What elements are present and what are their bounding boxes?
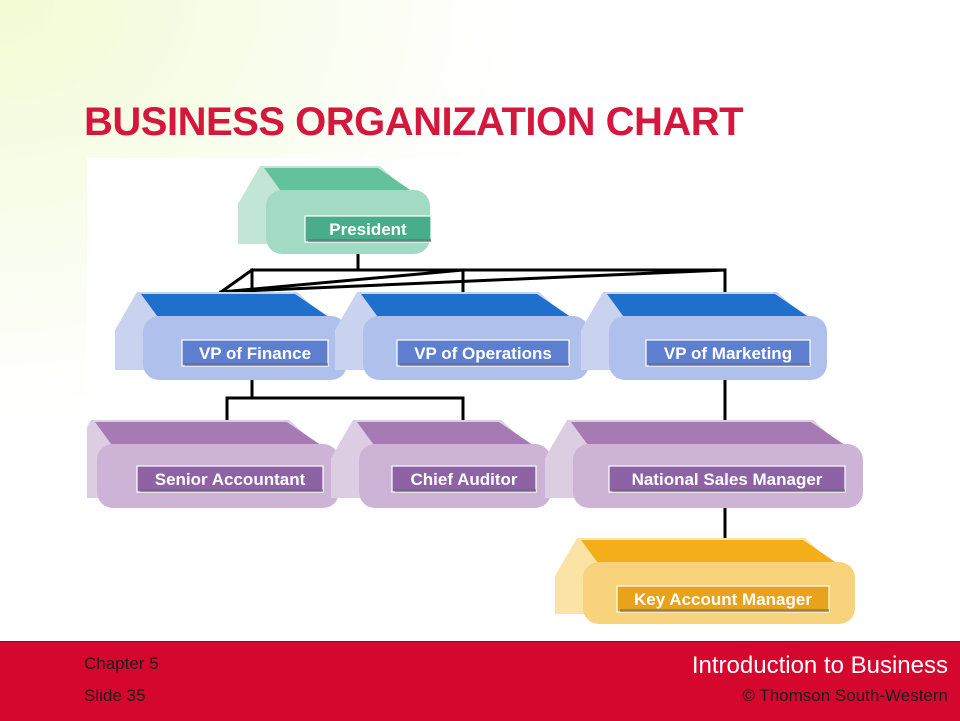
box-label-shadow: [612, 489, 845, 492]
box-label: VP of Operations: [414, 344, 552, 363]
org-chart-svg: President VP of Finance VP of Operations VP…: [87, 166, 863, 624]
box-label-shadow: [620, 609, 829, 612]
box-label: Senior Accountant: [155, 470, 306, 489]
slide-title: BUSINESS ORGANIZATION CHART: [84, 100, 744, 144]
box-label-shadow: [185, 363, 328, 366]
org-box-vp-of-finance: VP of Finance: [115, 292, 347, 380]
box-label-bg: [645, 339, 811, 367]
connector-line: [219, 268, 727, 294]
org-box-chief-auditor: Chief Auditor: [331, 420, 551, 508]
box-label-bg: [391, 465, 537, 493]
box-label: National Sales Manager: [632, 470, 823, 489]
org-box-president: President: [238, 166, 432, 254]
box-label: Chief Auditor: [410, 470, 517, 489]
box-label: President: [329, 220, 407, 239]
slide-number: Slide 35: [84, 686, 146, 705]
connector-line: [218, 267, 255, 295]
copyright-text: © Thomson South-Western: [742, 686, 948, 705]
connector-lines: [218, 252, 727, 540]
box-label-shadow: [400, 363, 569, 366]
org-box-vp-of-operations: VP of Operations: [335, 292, 589, 380]
chapter-label: Chapter 5: [84, 654, 159, 673]
org-box-key-account-manager: Key Account Manager: [555, 538, 855, 624]
course-title: Introduction to Business: [691, 652, 948, 679]
org-box-senior-accountant: Senior Accountant: [87, 420, 339, 508]
box-label-shadow: [140, 489, 323, 492]
box-label-shadow: [308, 239, 431, 242]
box-label: Key Account Manager: [634, 590, 812, 609]
box-label-shadow: [395, 489, 536, 492]
connector-line: [219, 268, 465, 294]
org-chart: President VP of Finance VP of Operations VP…: [87, 158, 872, 642]
box-label: VP of Marketing: [664, 344, 792, 363]
org-box-vp-of-marketing: VP of Marketing: [581, 292, 827, 380]
box-label-bg: [136, 465, 324, 493]
org-box-national-sales-manager: National Sales Manager: [545, 420, 863, 508]
box-label-bg: [608, 465, 846, 493]
box-label: VP of Finance: [199, 344, 311, 363]
org-boxes: President VP of Finance VP of Operations VP…: [87, 166, 863, 624]
box-label-bg: [181, 339, 329, 367]
footer-bar: Chapter 5 Slide 35 Introduction to Busin…: [0, 641, 960, 721]
box-label-bg: [616, 585, 830, 613]
box-label-shadow: [649, 363, 810, 366]
